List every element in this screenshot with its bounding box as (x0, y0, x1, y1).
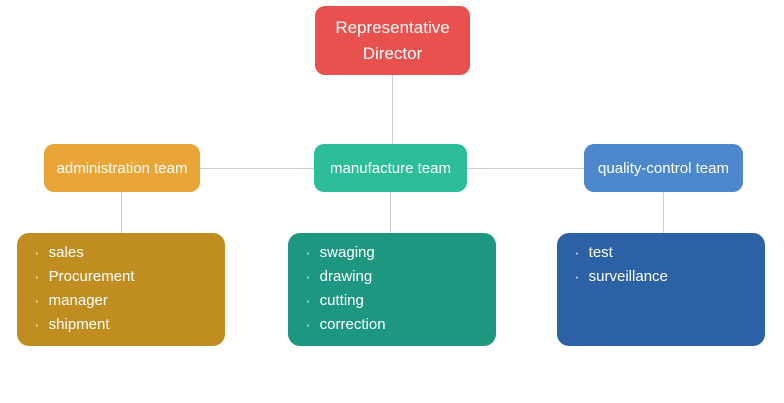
team-member-item: · swaging (305, 241, 490, 265)
team-member-item: · cutting (305, 289, 490, 313)
team-member-item: · surveillance (574, 265, 759, 289)
team-member-item: · shipment (34, 313, 219, 337)
bullet-icon: · (34, 315, 40, 334)
team-member-label: cutting (319, 292, 364, 309)
bullet-icon: · (305, 267, 311, 286)
bullet-icon: · (574, 267, 580, 286)
team-node-quality-control: quality-control team (584, 144, 743, 192)
team-member-item: · correction (305, 313, 490, 337)
team-member-label: manager (48, 292, 108, 309)
bullet-icon: · (34, 267, 40, 286)
team-node-administration: administration team (44, 144, 200, 192)
connector-quality-control-to-members (663, 192, 664, 233)
team-member-item: · test (574, 241, 759, 265)
root-node-representative-director: Representative Director (315, 6, 470, 75)
team-member-label: drawing (319, 268, 373, 285)
team-member-item: · Procurement (34, 265, 219, 289)
member-list-administration: · sales · Procurement · manager · shipment (17, 233, 225, 346)
team-member-label: sales (48, 244, 84, 261)
team-member-label: shipment (48, 316, 110, 333)
bullet-icon: · (305, 243, 311, 262)
team-member-label: swaging (319, 244, 375, 261)
member-list-items: · swaging · drawing · cutting · correction (288, 233, 496, 337)
bullet-icon: · (34, 291, 40, 310)
team-member-label: surveillance (588, 268, 668, 285)
connector-root-to-manufacture (392, 75, 393, 144)
team-member-label: test (588, 244, 613, 261)
team-member-item: · manager (34, 289, 219, 313)
bullet-icon: · (574, 243, 580, 262)
connector-administration-to-members (121, 192, 122, 233)
member-list-items: · test · surveillance (557, 233, 765, 289)
member-list-items: · sales · Procurement · manager · shipment (17, 233, 225, 337)
team-member-item: · sales (34, 241, 219, 265)
team-member-label: Procurement (48, 268, 135, 285)
bullet-icon: · (34, 243, 40, 262)
team-member-label: correction (319, 316, 386, 333)
connector-manufacture-to-members (390, 192, 391, 233)
team-node-manufacture: manufacture team (314, 144, 467, 192)
team-member-item: · drawing (305, 265, 490, 289)
bullet-icon: · (305, 291, 311, 310)
connector-manufacture-to-quality-control (467, 168, 584, 169)
member-list-manufacture: · swaging · drawing · cutting · correction (288, 233, 496, 346)
member-list-quality-control: · test · surveillance (557, 233, 765, 346)
bullet-icon: · (305, 315, 311, 334)
connector-administration-to-manufacture (200, 168, 314, 169)
